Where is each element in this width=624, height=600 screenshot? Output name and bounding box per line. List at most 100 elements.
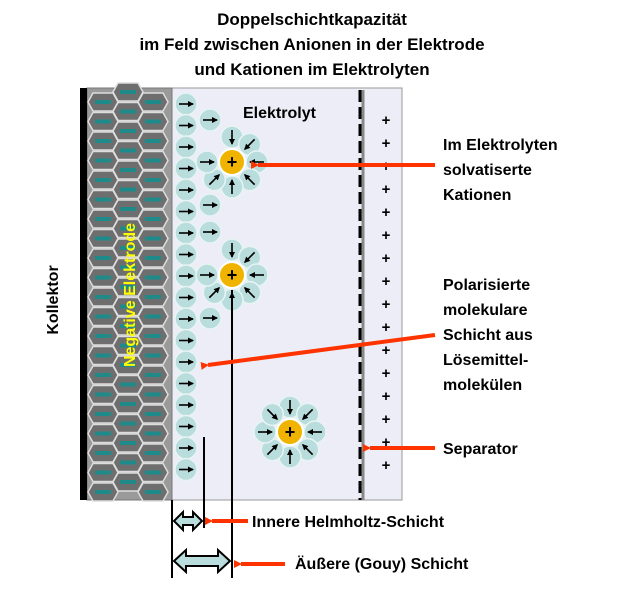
polarized-label-4: Lösemittel- bbox=[443, 352, 528, 369]
solvent-molecule bbox=[198, 220, 222, 244]
minus-charge-icon bbox=[120, 441, 136, 445]
title-line-3: und Kationen im Elektrolyten bbox=[194, 60, 429, 79]
anion-hexagon bbox=[137, 111, 169, 132]
separator-label: Separator bbox=[443, 441, 518, 458]
collector-bar bbox=[80, 88, 87, 500]
anion-hexagon bbox=[112, 433, 144, 453]
minus-charge-icon bbox=[145, 197, 161, 202]
solvent-molecule bbox=[174, 371, 198, 396]
plus-charge: + bbox=[382, 135, 391, 152]
solvent-molecule bbox=[198, 193, 222, 217]
minus-charge-icon bbox=[95, 314, 111, 319]
polarized-label-2: molekulare bbox=[443, 302, 528, 319]
electrolyte-label: Elektrolyt bbox=[243, 105, 317, 122]
minus-charge-icon bbox=[145, 100, 161, 104]
minus-charge-icon bbox=[145, 451, 161, 455]
dipole-arrow-icon bbox=[208, 174, 220, 186]
minus-charge-icon bbox=[120, 168, 136, 172]
minus-charge-icon bbox=[145, 353, 161, 358]
anion-hexagon bbox=[87, 482, 119, 502]
solvent-molecule bbox=[198, 108, 222, 132]
solvent-molecule bbox=[174, 414, 198, 439]
minus-charge-icon bbox=[120, 402, 136, 406]
anion-hexagon bbox=[137, 248, 169, 268]
anion-hexagon bbox=[137, 170, 169, 190]
anion-hexagon bbox=[137, 287, 169, 307]
anion-hexagon bbox=[137, 228, 169, 249]
minus-charge-icon bbox=[120, 265, 136, 270]
solvent-molecule bbox=[198, 306, 222, 330]
minus-charge-icon bbox=[95, 490, 111, 494]
plus-charge: + bbox=[382, 342, 391, 359]
solvent-molecule bbox=[174, 199, 198, 224]
solvent-molecule bbox=[174, 135, 198, 159]
minus-charge-icon bbox=[95, 431, 111, 436]
anion-hexagon bbox=[112, 101, 144, 122]
cation-plus-icon: + bbox=[285, 422, 296, 442]
anion-hexagon bbox=[87, 306, 119, 327]
anion-hexagon bbox=[137, 345, 169, 366]
minus-charge-icon bbox=[145, 334, 161, 338]
cation-label-1: Im Elektrolyten bbox=[443, 137, 558, 154]
anion-hexagon bbox=[137, 384, 169, 405]
solvent-molecule bbox=[174, 113, 198, 138]
solvent-molecule bbox=[260, 437, 285, 462]
anion-hexagon bbox=[87, 423, 119, 444]
anion-hexagon bbox=[87, 326, 119, 346]
dipole-arrow-icon bbox=[244, 174, 256, 186]
anion-hexagon bbox=[87, 462, 119, 483]
cation-plus-icon: + bbox=[227, 265, 238, 285]
minus-charge-icon bbox=[95, 275, 111, 280]
minus-charge-icon bbox=[120, 226, 136, 231]
solvated-cation: + bbox=[253, 395, 327, 469]
dipole-arrow-icon bbox=[266, 444, 278, 456]
anion-hexagon bbox=[137, 443, 169, 463]
anion-hexagon bbox=[87, 228, 119, 249]
minus-charge-icon bbox=[120, 187, 136, 192]
solvent-molecule bbox=[174, 350, 198, 374]
minus-charge-icon bbox=[95, 412, 111, 416]
solvent-layer bbox=[174, 92, 222, 482]
cation-circle bbox=[218, 261, 246, 289]
minus-charge-icon bbox=[95, 373, 111, 377]
minus-charge-icon bbox=[145, 119, 161, 124]
solvated-cation: + bbox=[195, 238, 269, 312]
anion-hexagon bbox=[137, 462, 169, 483]
outer-layer-width-arrow bbox=[172, 547, 232, 575]
cation-circle bbox=[218, 148, 246, 176]
cation-label-2: solvatiserte bbox=[443, 162, 532, 179]
anion-hexagon bbox=[137, 423, 169, 444]
minus-charge-icon bbox=[95, 119, 111, 124]
anion-hexagon bbox=[87, 267, 119, 288]
plus-charge: + bbox=[382, 181, 391, 198]
title-line-2: im Feld zwischen Anionen in der Elektrod… bbox=[139, 35, 484, 54]
anion-hexagon bbox=[137, 404, 169, 424]
anion-hexagon bbox=[87, 111, 119, 132]
anion-hexagon bbox=[87, 365, 119, 385]
anion-hexagon bbox=[137, 209, 169, 229]
electrode-label: Negative Elektrode bbox=[122, 223, 139, 367]
solvent-molecule bbox=[195, 263, 219, 287]
anion-hexagon bbox=[112, 374, 144, 395]
minus-charge-icon bbox=[95, 158, 111, 163]
anion-hexagon bbox=[137, 306, 169, 327]
plus-charge: + bbox=[382, 112, 391, 129]
plus-charge: + bbox=[382, 227, 391, 244]
anion-hexagon bbox=[112, 199, 144, 219]
anion-hexagon bbox=[87, 189, 119, 210]
plus-charge: + bbox=[382, 250, 391, 267]
plus-charge: + bbox=[382, 204, 391, 221]
anion-hexagon bbox=[137, 482, 169, 502]
solvent-molecule bbox=[260, 402, 285, 427]
cation-label-3: Kationen bbox=[443, 187, 511, 204]
anion-hexagon bbox=[87, 131, 119, 151]
minus-charge-icon bbox=[95, 217, 111, 221]
minus-charge-icon bbox=[120, 246, 136, 250]
polarized-label-3: Schicht aus bbox=[443, 327, 533, 344]
minus-charge-icon bbox=[145, 178, 161, 182]
cation-plus-icon: + bbox=[227, 152, 238, 172]
anion-hexagon bbox=[112, 160, 144, 180]
solvent-molecule bbox=[295, 402, 320, 427]
solvent-molecule bbox=[174, 393, 198, 417]
